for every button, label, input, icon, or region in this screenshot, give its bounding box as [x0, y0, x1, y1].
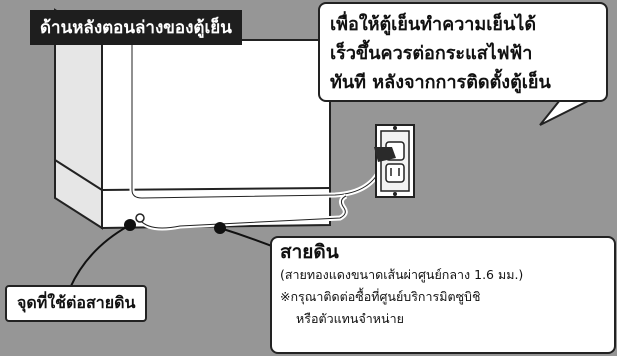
marker-dot-ground-point — [124, 219, 136, 231]
ground-wire-note-1: ※กรุณาติดต่อซื้อที่ศูนย์บริการมิตซูบิชิ — [280, 289, 481, 304]
ground-wire-spec: (สายทองแดงขนาดเส้นผ่าศูนย์กลาง 1.6 มม.) — [280, 267, 524, 282]
advice-callout: เพื่อให้ตู้เย็นทำความเย็นได้ เร็วขึ้นควร… — [318, 2, 608, 102]
leader-line-ground-point — [69, 224, 131, 289]
wall-outlet — [374, 124, 415, 198]
plug — [374, 147, 396, 162]
advice-line-3: ทันที หลังจากการติดตั้งตู้เย็น — [330, 72, 551, 93]
ground-wire-note-2: หรือตัวแทนจำหน่าย — [296, 311, 404, 326]
ground-wire-info: สายดิน (สายทองแดงขนาดเส้นผ่าศูนย์กลาง 1.… — [270, 236, 616, 354]
refrigerator — [54, 8, 331, 230]
fridge-back-label: ด้านหลังตอนล่างของตู้เย็น — [30, 10, 242, 45]
callout-pointer — [539, 99, 591, 126]
ground-wire-title: สายดิน — [280, 241, 339, 263]
marker-dot-ground-wire — [214, 222, 226, 234]
ground-point-label: จุดที่ใช้ต่อสายดิน — [5, 285, 148, 322]
ground-screw — [135, 213, 145, 223]
advice-line-2: เร็วขึ้นควรต่อกระแสไฟฟ้า — [330, 43, 533, 64]
advice-line-1: เพื่อให้ตู้เย็นทำความเย็นได้ — [330, 14, 537, 35]
